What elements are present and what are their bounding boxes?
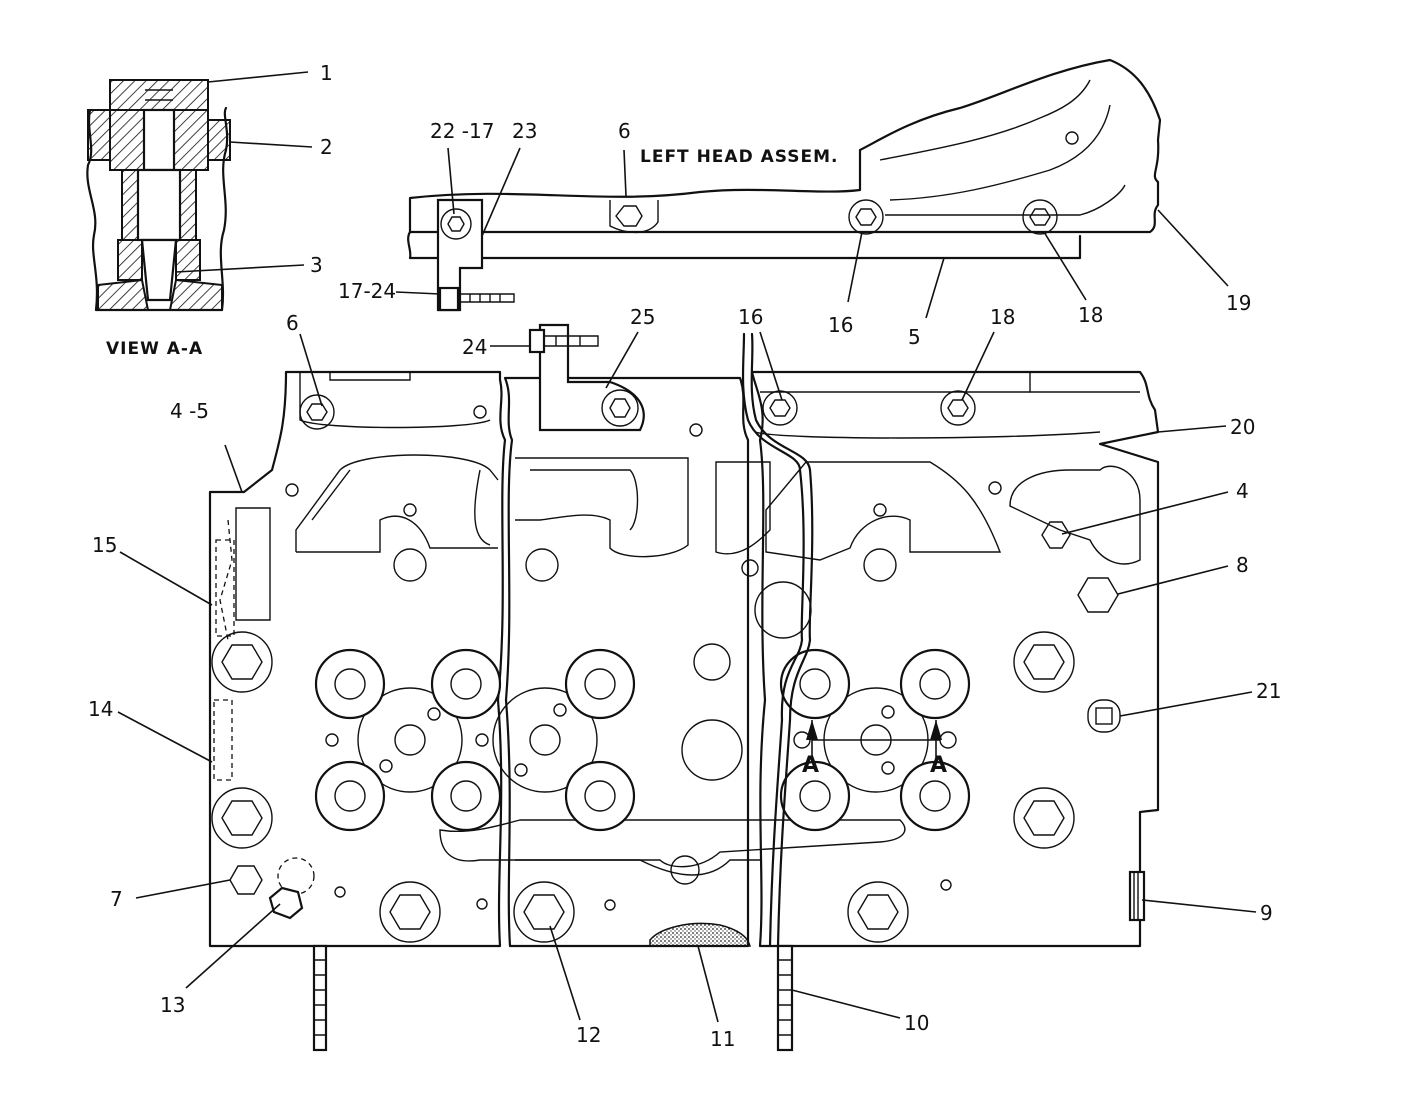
callout-9: 9: [1260, 901, 1273, 925]
callout-16-upper: 16: [738, 305, 763, 329]
fitting-13: [268, 886, 304, 920]
callout-12: 12: [576, 1023, 601, 1047]
callout-24: 24: [462, 335, 487, 359]
callout-7: 7: [110, 887, 123, 911]
callout-10: 10: [904, 1011, 929, 1035]
plug-8: [1077, 577, 1119, 613]
callout-6-left: 6: [286, 311, 299, 335]
callout-16-lower: 16: [828, 313, 853, 337]
callout-5: 5: [908, 325, 921, 349]
head-bolts: [211, 390, 1075, 943]
cylinder-middle: [492, 648, 636, 832]
callout-1: 1: [320, 61, 333, 85]
plug-21: [1095, 707, 1113, 725]
callout-3: 3: [310, 253, 323, 277]
callout-22-17: 22 -17: [430, 119, 494, 143]
callout-18-upper: 18: [990, 305, 1015, 329]
callout-21: 21: [1256, 679, 1281, 703]
plug-7: [229, 865, 263, 895]
left-head-assembly: [407, 58, 1162, 312]
callout-4: 4: [1236, 479, 1249, 503]
callout-11: 11: [710, 1027, 735, 1051]
section-a-left: A: [802, 753, 819, 778]
plug-4: [1041, 521, 1071, 549]
plug-21-ring: [1087, 699, 1121, 733]
callout-6-top: 6: [618, 119, 631, 143]
callout-13: 13: [160, 993, 185, 1017]
callout-14: 14: [88, 697, 113, 721]
callout-23: 23: [512, 119, 537, 143]
cylinder-left: [314, 648, 502, 832]
callout-8: 8: [1236, 553, 1249, 577]
callout-2: 2: [320, 135, 333, 159]
cylinder-head-body: [208, 323, 1160, 1052]
section-a-right: A: [930, 753, 947, 778]
callout-25: 25: [630, 305, 655, 329]
callout-15: 15: [92, 533, 117, 557]
callout-20: 20: [1230, 415, 1255, 439]
callout-19: 19: [1226, 291, 1251, 315]
callout-4-5: 4 -5: [170, 399, 209, 423]
view-a-a-caption: VIEW A-A: [106, 339, 203, 359]
callout-18-lower: 18: [1078, 303, 1103, 327]
callout-labels: 1 2 3 VIEW A-A 22 -17 23 6 LEFT HEAD ASS…: [88, 61, 1281, 1051]
left-head-assembly-caption: LEFT HEAD ASSEM.: [640, 147, 838, 167]
callout-17-24: 17-24: [338, 279, 396, 303]
cylinder-right: [779, 648, 971, 832]
leader-lines: [117, 71, 1257, 1023]
section-view-a-a: [86, 79, 231, 312]
